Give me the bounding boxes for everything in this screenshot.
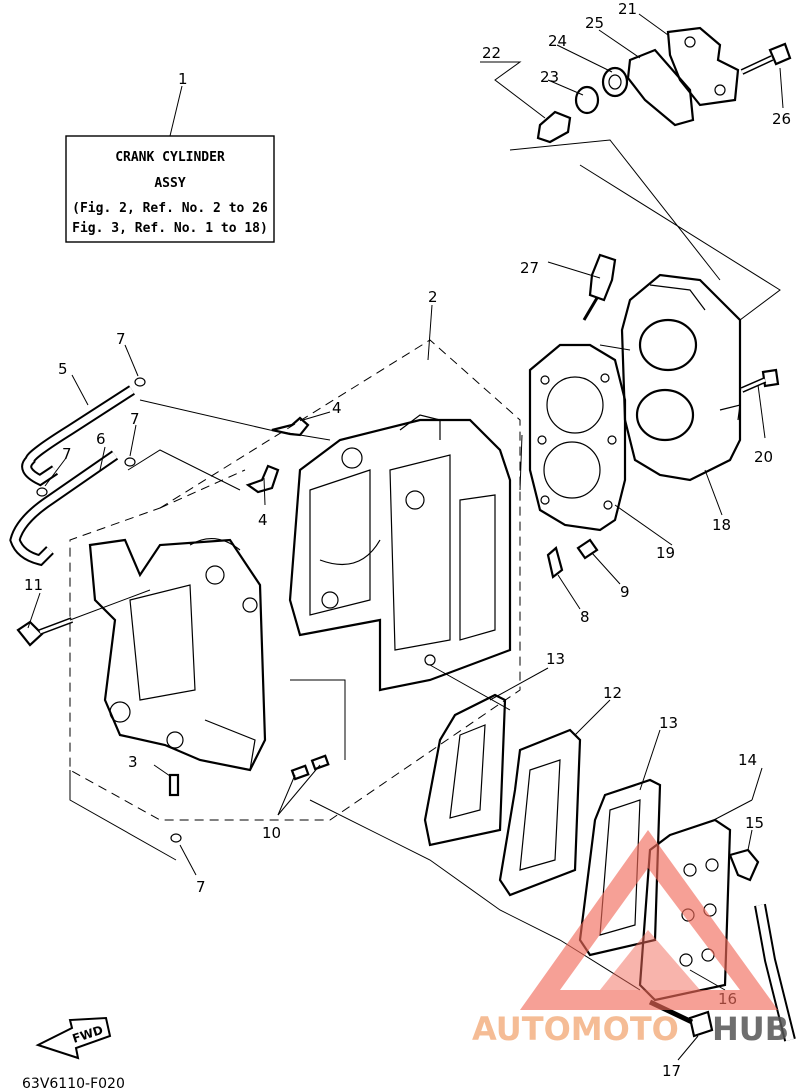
watermark-text-auto: AUTOMOTO	[472, 1010, 679, 1048]
bolt-26-part	[740, 42, 792, 75]
callout-7-c: 7	[62, 445, 72, 463]
callout-5: 5	[58, 360, 68, 378]
crankcase-part	[288, 414, 512, 692]
info-box-line-1: CRANK CYLINDER	[115, 150, 225, 165]
thermostat-part	[601, 66, 629, 98]
watermark-triangle-icon	[520, 830, 778, 1010]
callout-11: 11	[24, 576, 43, 594]
exhaust-gasket-13a-part	[423, 693, 507, 847]
callout-14: 14	[738, 751, 757, 769]
exhaust-plate-12-part	[498, 728, 582, 897]
info-box-line-2: ASSY	[154, 176, 185, 191]
forward-arrow-icon: FWD	[35, 1016, 112, 1060]
diagram-code: 63V6110-F020	[22, 1076, 125, 1090]
bracket-8-part	[546, 546, 564, 579]
callout-13-a: 13	[546, 650, 565, 668]
assembly-boundary	[69, 339, 521, 821]
clip-parts	[36, 377, 182, 843]
hose-16-part	[754, 903, 796, 1042]
crankcase-half-part	[88, 538, 267, 772]
callout-2: 2	[428, 288, 438, 306]
callout-7-a: 7	[116, 330, 126, 348]
callout-23: 23	[540, 68, 559, 86]
callout-3: 3	[128, 753, 138, 771]
thermostat-gasket-part	[626, 48, 695, 127]
bolt-20-part	[740, 368, 780, 393]
assembly-info-box: 1 CRANK CYLINDER ASSY (Fig. 2, Ref. No. …	[65, 70, 275, 243]
callout-22: 22	[482, 44, 501, 62]
callout-17: 17	[662, 1062, 681, 1080]
callout-18: 18	[712, 516, 731, 534]
callout-13-b: 13	[659, 714, 678, 732]
callout-6: 6	[96, 430, 106, 448]
seal-23-part	[574, 85, 600, 115]
callout-12: 12	[603, 684, 622, 702]
callout-26: 26	[772, 110, 791, 128]
callout-7-d: 7	[196, 878, 206, 896]
thermostat-cover-part	[666, 26, 740, 107]
callout-7-b: 7	[130, 410, 140, 428]
watermark-logo: AUTOMOTO HUB	[472, 830, 789, 1048]
callout-10: 10	[262, 824, 281, 842]
callout-21: 21	[618, 0, 637, 18]
callout-27: 27	[520, 259, 539, 277]
spark-plug-part	[582, 253, 617, 321]
callout-20: 20	[754, 448, 773, 466]
head-gasket-part	[528, 343, 627, 532]
dowel-pin-3-part	[168, 773, 180, 797]
valve-22-part	[536, 110, 572, 144]
callout-8: 8	[580, 608, 590, 626]
leader-lines	[27, 13, 784, 1061]
fitting-parts	[245, 416, 310, 494]
callout-4-lower: 4	[258, 511, 268, 529]
callout-1: 1	[178, 70, 188, 88]
fitting-15-part	[728, 848, 760, 882]
info-box-line-3: (Fig. 2, Ref. No. 2 to 26	[72, 201, 268, 216]
info-box-line-4: Fig. 3, Ref. No. 1 to 18)	[72, 221, 268, 236]
callout-15: 15	[745, 814, 764, 832]
callout-25: 25	[585, 14, 604, 32]
hose-5-part	[21, 385, 135, 487]
callout-24: 24	[548, 32, 567, 50]
bolt-11-part	[16, 617, 74, 647]
bolt-9-part	[576, 538, 599, 560]
cylinder-head-part	[620, 273, 742, 482]
watermark-text-hub: HUB	[712, 1010, 789, 1048]
callout-19: 19	[656, 544, 675, 562]
callout-4-upper: 4	[332, 399, 342, 417]
callout-9: 9	[620, 583, 630, 601]
hose-6-part	[9, 450, 119, 567]
dowel-pins-10-part	[290, 754, 330, 781]
